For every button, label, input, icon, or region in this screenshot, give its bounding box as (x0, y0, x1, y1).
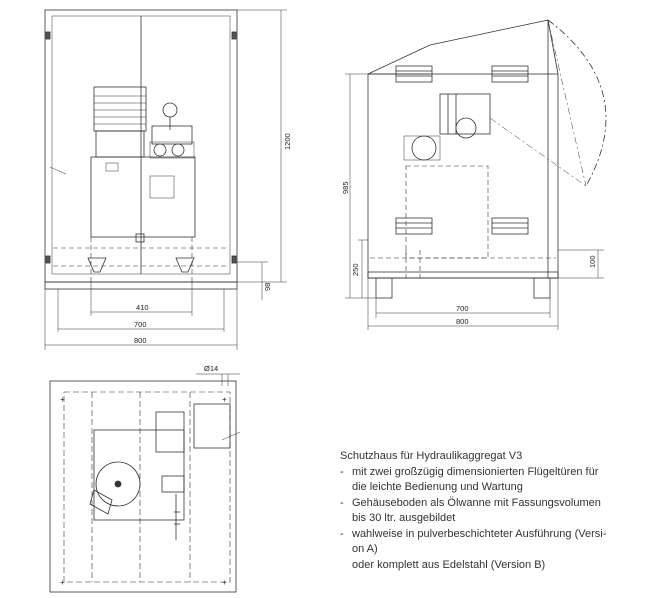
pressure-gauge (162, 102, 178, 118)
hole-diameter-dim: Ø14 (204, 364, 218, 373)
door-swing-arc (547, 19, 607, 187)
svg-text:+: + (222, 395, 227, 404)
front-view (44, 9, 287, 350)
side-foot (533, 277, 551, 299)
side-foot (375, 277, 393, 299)
top-motor-circle (95, 461, 141, 507)
svg-text:+: + (222, 578, 227, 587)
caption-title: Schutzhaus für Hydraulikaggregat V3 (340, 450, 523, 462)
motor-block (93, 86, 147, 132)
feature-item: - Gehäuseboden als Ölwanne mit Fassungsv… (340, 496, 601, 525)
feature-line: bis 30 ltr. ausgebildet (352, 512, 456, 524)
side-roof-line (367, 19, 549, 75)
feature-line: mit zwei großzügig dimensionierten Flüge… (352, 465, 599, 478)
feature-line: Gehäuseboden als Ölwanne mit Fassungsvol… (352, 496, 601, 509)
feature-list: - mit zwei großzügig dimensionierten Flü… (340, 465, 665, 574)
feature-item: - mit zwei großzügig dimensionierten Flü… (340, 465, 599, 494)
feature-line: oder komplett aus Edelstahl (Version B) (352, 558, 546, 571)
front-height-dim: 1200 (283, 133, 292, 150)
feature-line: wahlweise in pulverbeschichteter Ausführ… (352, 527, 607, 540)
front-inner-width-dim: 410 (136, 303, 149, 312)
caption-block: Schutzhaus für Hydraulikaggregat V3 - mi… (340, 449, 665, 573)
side-floor-dim: 250 (351, 263, 360, 276)
top-view: + + + + (49, 373, 241, 593)
side-view (345, 19, 607, 330)
side-mid-width-dim: 700 (456, 304, 469, 313)
svg-text:+: + (60, 395, 65, 404)
feature-item: - wahlweise in pulverbeschichteter Ausfü… (340, 527, 607, 571)
svg-text:+: + (60, 578, 65, 587)
top-cabinet-outline (49, 380, 237, 593)
side-total-width-dim: 800 (456, 317, 469, 326)
feature-line: on A) (352, 543, 378, 555)
side-motor (439, 93, 491, 135)
side-height-dim: 985 (341, 181, 350, 194)
side-cabinet-outline (367, 73, 559, 279)
front-base-dim: 98 (263, 283, 272, 291)
feature-line: die leichte Bedienung und Wartung (352, 481, 523, 493)
front-total-width-dim: 800 (134, 336, 147, 345)
front-mid-width-dim: 700 (134, 320, 147, 329)
oil-tank (90, 156, 196, 238)
side-leg-dim: 100 (588, 255, 597, 268)
front-base (44, 281, 238, 290)
ventilation-louvre (395, 65, 529, 235)
